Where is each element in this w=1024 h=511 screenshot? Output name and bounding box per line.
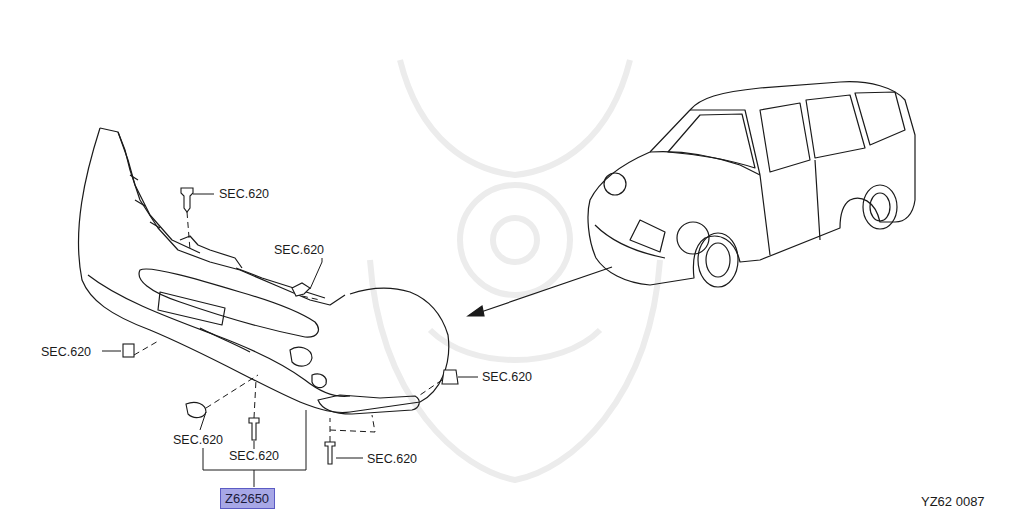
section-reference: SEC.620 xyxy=(228,449,280,464)
car-illustration xyxy=(588,82,915,287)
part-number-box: Z62650 xyxy=(220,488,275,509)
leader-lines xyxy=(102,194,478,487)
section-reference: SEC.620 xyxy=(273,243,325,258)
fastener-parts xyxy=(123,188,458,464)
section-reference: SEC.620 xyxy=(366,452,418,467)
section-reference: SEC.620 xyxy=(481,370,533,385)
front-bumper xyxy=(78,128,448,414)
section-reference: SEC.620 xyxy=(218,187,270,202)
location-arrow xyxy=(468,267,612,316)
part-number: Z62650 xyxy=(225,492,270,505)
section-reference: SEC.620 xyxy=(40,345,92,360)
dashed-leaders xyxy=(134,212,442,442)
watermark xyxy=(370,60,660,480)
figure-code: YZ62 0087 xyxy=(920,494,986,509)
section-reference: SEC.620 xyxy=(172,433,224,448)
